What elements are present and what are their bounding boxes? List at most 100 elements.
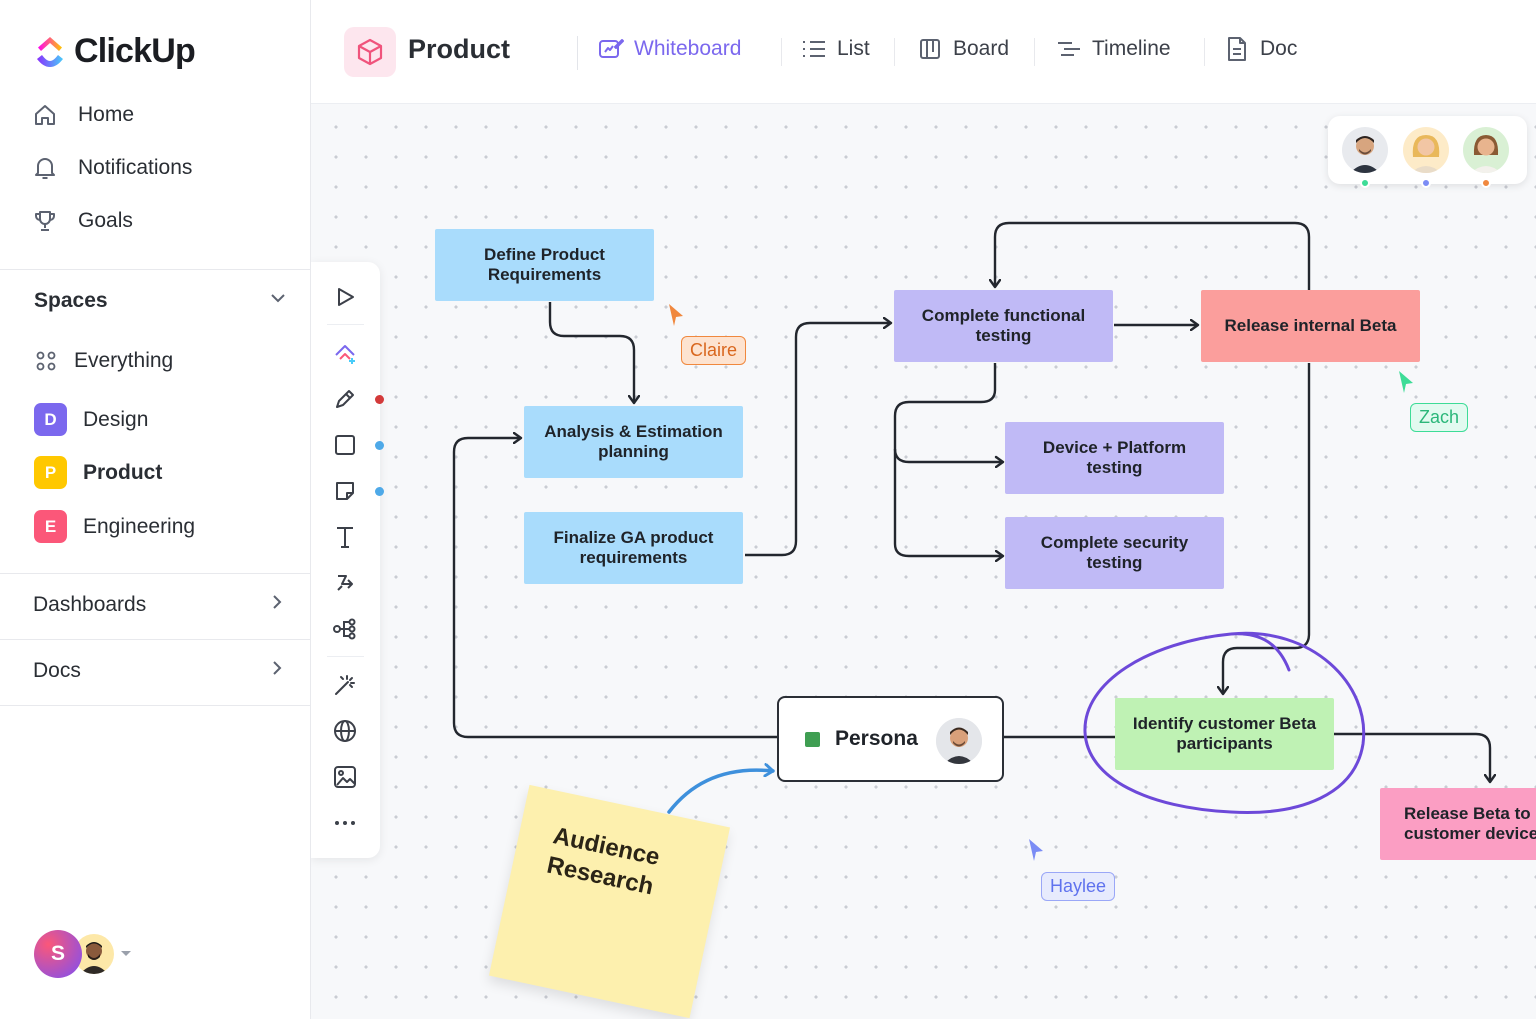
persona-card[interactable]: Persona: [777, 696, 1004, 782]
sidebar-divider: [0, 573, 311, 574]
space-engineering-label: Engineering: [83, 514, 196, 538]
collaborator-avatar[interactable]: [1342, 127, 1388, 173]
tab-timeline-label: Timeline: [1092, 37, 1171, 60]
card-functional-testing[interactable]: Complete functional testing: [894, 290, 1113, 362]
board-icon: [917, 36, 943, 62]
docs-label: Docs: [33, 659, 81, 682]
cursor-claire: [667, 302, 685, 333]
list-icon: [801, 36, 827, 62]
workspace-avatar: S: [34, 930, 82, 978]
whiteboard-canvas[interactable]: Define Product Requirements Analysis & E…: [311, 104, 1536, 1019]
space-product[interactable]: P Product: [34, 456, 162, 489]
pen-icon[interactable]: [330, 384, 360, 414]
tab-whiteboard[interactable]: Whiteboard: [598, 36, 741, 62]
nav-notifications-label: Notifications: [78, 156, 193, 179]
bell-icon: [32, 155, 58, 181]
card-analysis-estimation[interactable]: Analysis & Estimation planning: [524, 406, 743, 478]
tab-separator: [1204, 38, 1205, 66]
tab-whiteboard-label: Whiteboard: [634, 37, 742, 60]
card-identify-beta-participants[interactable]: Identify customer Beta participants: [1115, 698, 1334, 770]
card-security-testing[interactable]: Complete security testing: [1005, 517, 1224, 589]
top-header: Product Whiteboard List Board Timeline D…: [311, 0, 1536, 104]
cursor-zach: [1397, 369, 1415, 400]
connector-icon[interactable]: [330, 568, 360, 598]
presence-dot: [1481, 178, 1491, 188]
tab-separator: [781, 38, 782, 66]
home-icon: [32, 102, 58, 128]
sticky-note-text: Audience Research: [544, 822, 662, 901]
space-everything-label: Everything: [74, 349, 174, 372]
trophy-icon: [32, 208, 58, 234]
sidebar-divider: [0, 639, 311, 640]
sidebar: ClickUp Home Notifications Goals Spaces …: [0, 0, 311, 1019]
chevron-right-icon: [267, 658, 287, 684]
nav-goals[interactable]: Goals: [32, 208, 133, 234]
space-product-badge: P: [34, 456, 67, 489]
toolbar-divider: [327, 324, 364, 325]
text-icon[interactable]: [330, 522, 360, 552]
card-release-internal-beta[interactable]: Release internal Beta: [1201, 290, 1420, 362]
nav-home[interactable]: Home: [32, 102, 134, 128]
tab-board-label: Board: [953, 37, 1010, 60]
presence-dot: [1421, 178, 1431, 188]
clickup-logo-icon: [37, 36, 63, 67]
collaborator-avatar[interactable]: [1463, 127, 1509, 173]
globe-icon[interactable]: [330, 716, 360, 746]
space-design-badge: D: [34, 403, 67, 436]
pen-color-dot: [375, 395, 384, 404]
mind-map-icon[interactable]: [330, 614, 360, 644]
persona-label: Persona: [835, 727, 918, 750]
user-menu[interactable]: S: [34, 930, 132, 978]
sticky-note-icon[interactable]: [330, 476, 360, 506]
docs-section[interactable]: Docs: [33, 658, 287, 684]
space-design[interactable]: D Design: [34, 403, 148, 436]
presence-avatars: [1328, 116, 1527, 188]
tab-doc[interactable]: Doc: [1224, 36, 1297, 62]
connector-lines: [452, 221, 1536, 814]
space-everything[interactable]: Everything: [34, 349, 173, 373]
chevron-down-icon[interactable]: [268, 288, 288, 313]
tab-timeline[interactable]: Timeline: [1056, 36, 1171, 62]
cursor-haylee: [1027, 837, 1045, 868]
doc-icon: [1224, 36, 1250, 62]
space-engineering[interactable]: E Engineering: [34, 510, 195, 543]
persona-color-square: [805, 731, 820, 747]
card-define-requirements[interactable]: Define Product Requirements: [435, 229, 654, 301]
tab-board[interactable]: Board: [917, 36, 1009, 62]
ai-shapes-icon[interactable]: [330, 338, 360, 368]
dashboards-label: Dashboards: [33, 593, 147, 616]
sticky-color-dot: [375, 487, 384, 496]
more-icon[interactable]: [330, 808, 360, 838]
project-title: Product: [408, 34, 511, 64]
spaces-header[interactable]: Spaces: [34, 288, 288, 313]
select-pointer-icon[interactable]: [330, 282, 360, 312]
grid-dots-icon: [34, 349, 58, 373]
whiteboard-toolbar: [311, 262, 384, 858]
whiteboard-icon: [598, 36, 624, 62]
nav-notifications[interactable]: Notifications: [32, 155, 192, 181]
tab-doc-label: Doc: [1260, 37, 1298, 60]
cube-icon: [344, 27, 396, 77]
sidebar-divider: [0, 269, 311, 270]
collaborator-avatar[interactable]: [1403, 127, 1449, 173]
dashboards-section[interactable]: Dashboards: [33, 592, 287, 618]
tab-list-label: List: [837, 37, 870, 60]
persona-avatar: [936, 718, 982, 764]
image-icon[interactable]: [330, 762, 360, 792]
app-name: ClickUp: [74, 32, 196, 70]
chevron-right-icon: [267, 592, 287, 618]
tab-list[interactable]: List: [801, 36, 870, 62]
cursor-label-zach: Zach: [1410, 403, 1469, 432]
magic-wand-icon[interactable]: [330, 670, 360, 700]
clickup-logo[interactable]: ClickUp: [34, 32, 196, 71]
caret-down-icon: [120, 945, 132, 963]
card-device-platform-testing[interactable]: Device + Platform testing: [1005, 422, 1224, 494]
nav-home-label: Home: [78, 103, 135, 126]
presence-dot: [1360, 178, 1370, 188]
card-release-beta-customer[interactable]: Release Beta to customer devices: [1380, 788, 1536, 860]
card-finalize-ga[interactable]: Finalize GA product requirements: [524, 512, 743, 584]
rectangle-icon[interactable]: [330, 430, 360, 460]
spaces-title: Spaces: [34, 288, 108, 312]
tab-separator: [1034, 38, 1035, 66]
sticky-note[interactable]: Audience Research: [488, 784, 731, 1019]
